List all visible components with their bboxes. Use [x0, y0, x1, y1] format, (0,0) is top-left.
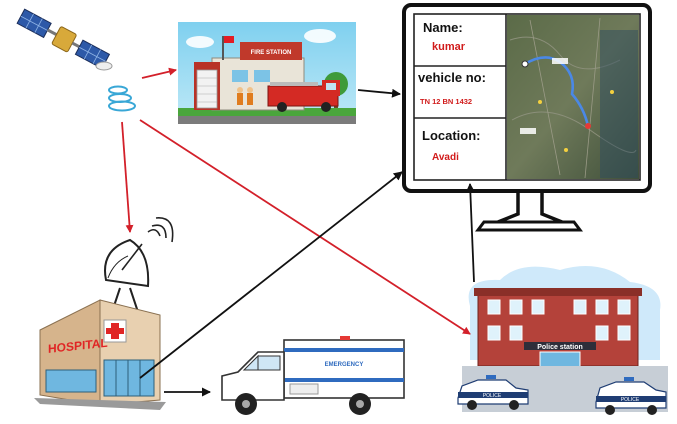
- name-label: Name:: [423, 20, 463, 35]
- police-car-label: POLICE: [621, 397, 640, 403]
- vehicle-label: vehicle no:: [418, 70, 486, 85]
- arrow-satellite-to-fire-station: [141, 67, 177, 79]
- police-car-label: POLICE: [483, 393, 502, 399]
- arrow-hospital-to-monitor: [139, 171, 403, 379]
- arrow-satellite-to-police-station: [139, 119, 471, 335]
- ambulance-label: EMERGENCY: [325, 362, 364, 368]
- arrow-fire-station-to-monitor: [357, 88, 401, 98]
- fire-station-icon: FIRE STATION: [178, 22, 356, 124]
- police-car-icon: POLICE: [595, 377, 667, 415]
- connector-arrows: [121, 67, 475, 397]
- name-value: kumar: [432, 41, 466, 53]
- arrow-satellite-to-hospital: [121, 121, 134, 233]
- fire-station-sign: FIRE STATION: [251, 50, 292, 56]
- location-value: Avadi: [432, 152, 459, 163]
- location-label: Location:: [422, 128, 481, 143]
- arrow-police-station-to-monitor: [465, 183, 475, 283]
- monitor-icon: Name: kumar vehicle no: TN 12 BN 1432 Lo…: [402, 3, 652, 232]
- map-icon: [507, 15, 639, 179]
- police-car-icon: POLICE: [457, 375, 529, 410]
- vehicle-value: TN 12 BN 1432: [420, 97, 472, 106]
- police-station-sign: Police station: [537, 344, 583, 351]
- hospital-sign: HOSPITAL: [48, 336, 108, 356]
- ambulance-icon: EMERGENCY: [221, 336, 405, 415]
- hospital-icon: HOSPITAL: [34, 299, 166, 410]
- dish-antenna-icon: [104, 217, 174, 313]
- satellite-icon: [16, 8, 136, 112]
